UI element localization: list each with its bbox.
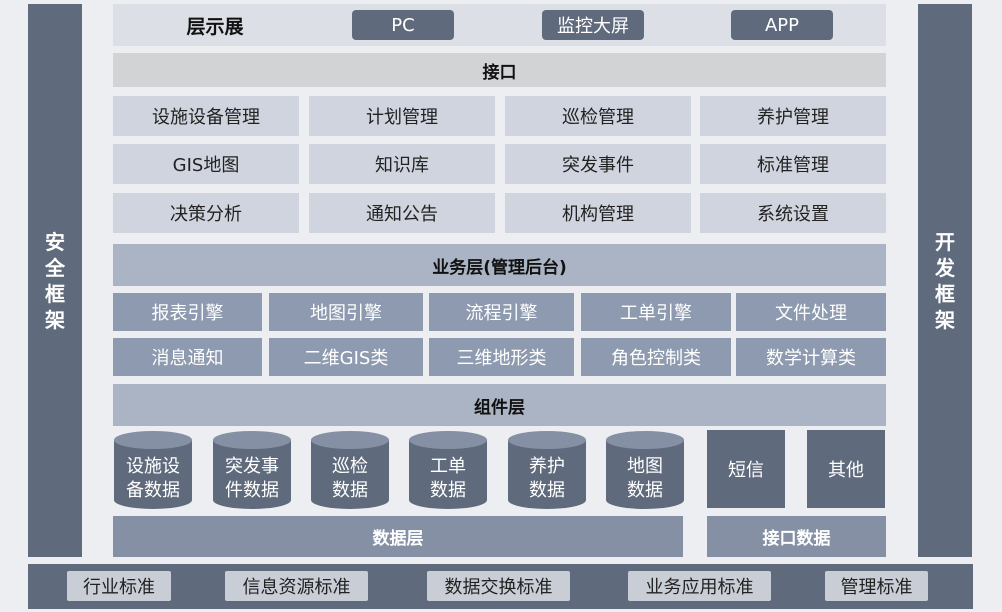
management-module: 标准管理: [700, 144, 886, 184]
interface-data-band: 接口数据: [707, 516, 886, 557]
component-item: 角色控制类: [581, 338, 731, 376]
security-framework-label: 安全框架: [45, 229, 65, 332]
management-module: 知识库: [309, 144, 495, 184]
interface-data-sms: 短信: [707, 430, 785, 508]
standard-item: 业务应用标准: [628, 571, 771, 601]
database-label-line: 突发事: [225, 456, 279, 477]
component-layer-band: 组件层: [113, 384, 886, 426]
database-label-line: 数据: [529, 480, 565, 501]
database-label-line: 工单: [430, 456, 466, 477]
management-module: 设施设备管理: [113, 96, 299, 136]
database-label: 工单数据: [408, 454, 488, 504]
component-item: 文件处理: [736, 293, 886, 331]
management-module: 突发事件: [505, 144, 691, 184]
display-layer-title: 层示展: [186, 15, 244, 38]
display-item-app: APP: [731, 10, 833, 40]
component-item: 数学计算类: [736, 338, 886, 376]
standard-item: 信息资源标准: [225, 571, 368, 601]
cylinder-shape: [409, 431, 487, 509]
development-framework-label: 开发框架: [935, 229, 955, 332]
management-module: 系统设置: [700, 193, 886, 233]
management-module: GIS地图: [113, 144, 299, 184]
database-label-line: 地图: [627, 456, 663, 477]
database-label-line: 巡检: [332, 456, 368, 477]
database-label-line: 设施设: [126, 456, 180, 477]
cylinder-shape: [311, 431, 389, 509]
database-cylinder: 养护数据: [507, 430, 587, 510]
management-module: 计划管理: [309, 96, 495, 136]
cylinder-shape: [114, 431, 192, 509]
database-label: 养护数据: [507, 454, 587, 504]
component-item: 工单引擎: [581, 293, 731, 331]
business-layer-band: 业务层(管理后台): [113, 244, 886, 286]
database-label: 突发事件数据: [212, 454, 292, 504]
database-cylinder: 工单数据: [408, 430, 488, 510]
component-item: 报表引擎: [113, 293, 262, 331]
database-label-line: 数据: [430, 480, 466, 501]
component-item: 地图引擎: [269, 293, 423, 331]
component-item: 消息通知: [113, 338, 262, 376]
database-label: 巡检数据: [310, 454, 390, 504]
interface-band: 接口: [113, 53, 886, 87]
component-item: 流程引擎: [429, 293, 574, 331]
interface-data-other: 其他: [807, 430, 885, 508]
cylinder-shape: [213, 431, 291, 509]
database-label: 地图数据: [605, 454, 685, 504]
standard-item: 行业标准: [67, 571, 171, 601]
display-item-pc: PC: [352, 10, 454, 40]
development-framework-column: 开发框架: [918, 4, 972, 557]
management-module: 养护管理: [700, 96, 886, 136]
management-module: 机构管理: [505, 193, 691, 233]
database-label-line: 养护: [529, 456, 565, 477]
database-label-line: 数据: [627, 480, 663, 501]
database-label-line: 备数据: [126, 480, 180, 501]
display-item-monitor-screen: 监控大屏: [542, 10, 644, 40]
database-cylinder: 设施设备数据: [113, 430, 193, 510]
database-label-line: 数据: [332, 480, 368, 501]
cylinder-shape: [606, 431, 684, 509]
cylinder-shape: [508, 431, 586, 509]
database-label: 设施设备数据: [113, 454, 193, 504]
component-item: 二维GIS类: [269, 338, 423, 376]
data-layer-band: 数据层: [113, 516, 683, 557]
management-module: 巡检管理: [505, 96, 691, 136]
management-module: 决策分析: [113, 193, 299, 233]
standard-item: 管理标准: [825, 571, 928, 601]
management-module: 通知公告: [309, 193, 495, 233]
standard-item: 数据交换标准: [427, 571, 570, 601]
database-cylinder: 地图数据: [605, 430, 685, 510]
database-cylinder: 巡检数据: [310, 430, 390, 510]
database-label-line: 件数据: [225, 480, 279, 501]
component-item: 三维地形类: [429, 338, 574, 376]
security-framework-column: 安全框架: [28, 4, 82, 557]
database-cylinder: 突发事件数据: [212, 430, 292, 510]
